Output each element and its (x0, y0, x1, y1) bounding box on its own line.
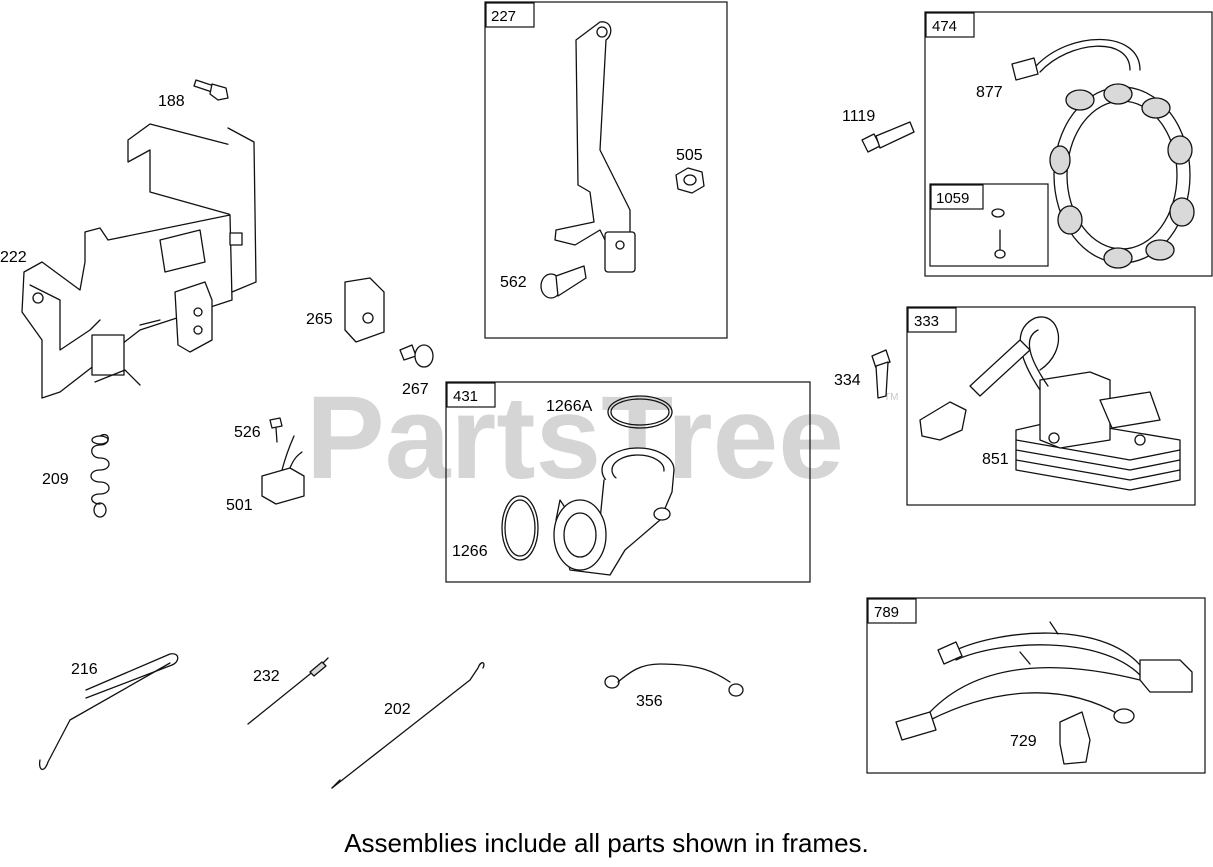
label-1119: 1119 (842, 108, 875, 125)
module-501-drawing (261, 435, 305, 505)
label-729: 729 (1010, 733, 1037, 750)
frame-431-tag (446, 382, 496, 408)
frame-1059 (929, 183, 1049, 267)
frame-431 (445, 381, 811, 583)
bolt-1119-drawing (861, 121, 915, 153)
nut-505-drawing (675, 167, 705, 194)
bolt-188-drawing (193, 79, 229, 101)
alternator-474-drawing (1011, 38, 1195, 269)
frame-1059-label: 1059 (936, 190, 969, 207)
parts-diagram: PartsTree TM 222 188 209 265 (0, 1, 1213, 789)
bolt-562-drawing (540, 265, 587, 299)
label-202: 202 (384, 701, 411, 718)
rod-202-drawing (331, 662, 485, 789)
intake-431-drawing (501, 395, 675, 576)
harness-789-drawing (895, 621, 1193, 765)
frame-474 (924, 11, 1213, 277)
spring-209-drawing (90, 434, 110, 518)
label-1266: 1266 (452, 543, 488, 560)
frame-789 (866, 597, 1206, 774)
label-188: 188 (158, 93, 185, 110)
watermark-text: PartsTree (306, 372, 844, 504)
frame-1059-tag (930, 184, 984, 210)
label-232: 232 (253, 668, 280, 685)
label-216: 216 (71, 661, 98, 678)
label-267: 267 (402, 381, 429, 398)
frame-227-label: 227 (491, 8, 516, 25)
frame-789-tag (867, 598, 917, 624)
label-265: 265 (306, 311, 333, 328)
label-209: 209 (42, 471, 69, 488)
control-bracket-drawing (21, 123, 257, 399)
frame-474-label: 474 (932, 18, 957, 35)
frame-333-tag (907, 307, 957, 333)
ground-wire-356-drawing (604, 663, 744, 697)
rod-232-drawing (247, 657, 329, 725)
label-877: 877 (976, 84, 1003, 101)
label-562: 562 (500, 274, 527, 291)
frame-431-label: 431 (453, 388, 478, 405)
clip-265-drawing (344, 277, 385, 343)
label-334: 334 (834, 372, 861, 389)
screw-1059-drawing (991, 208, 1006, 259)
screw-267-drawing (399, 344, 434, 368)
footer-note: Assemblies include all parts shown in fr… (344, 828, 869, 858)
frame-333-label: 333 (914, 313, 939, 330)
bolt-334-drawing (871, 349, 891, 399)
frame-789-label: 789 (874, 604, 899, 621)
label-526: 526 (234, 424, 261, 441)
frame-227-tag (485, 2, 535, 28)
frame-333 (906, 306, 1196, 506)
label-356: 356 (636, 693, 663, 710)
frame-474-tag (925, 12, 975, 38)
label-1266A: 1266A (546, 398, 593, 415)
label-222: 222 (0, 249, 27, 266)
lever-227-drawing (554, 21, 636, 273)
label-851: 851 (982, 451, 1009, 468)
link-216-drawing (38, 653, 179, 770)
screw-526-drawing (269, 417, 283, 443)
ignition-coil-851-drawing (919, 316, 1181, 491)
watermark-trademark: TM (884, 392, 898, 403)
label-501: 501 (226, 497, 253, 514)
label-505: 505 (676, 147, 703, 164)
frame-227 (484, 1, 728, 339)
